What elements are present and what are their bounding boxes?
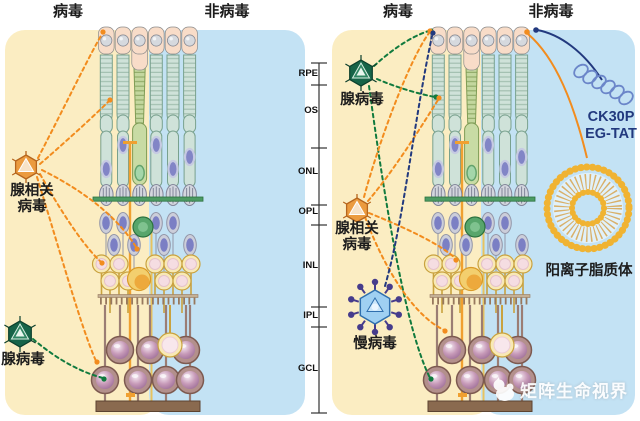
adenovirus-right-label: 腺病毒 — [340, 92, 384, 108]
watermark: 矩阵生命视界 — [490, 376, 628, 402]
title-left-nonvirus: 非病毒 — [204, 3, 250, 20]
ck30p-arrow — [533, 27, 603, 81]
liposome-arrow — [524, 29, 588, 159]
aav-left-label: 腺相关病毒 — [10, 183, 54, 215]
title-right-nonvirus: 非病毒 — [528, 3, 574, 20]
aav-right-arrows — [363, 28, 459, 334]
aav-virus-icon-left — [11, 151, 41, 183]
layer-label-onl: ONL — [297, 166, 318, 177]
layer-label-rpe: RPE — [298, 68, 318, 79]
title-right-virus: 病毒 — [382, 3, 413, 20]
adenovirus-left-label: 腺病毒 — [1, 352, 45, 368]
layer-label-os: OS — [304, 105, 318, 116]
layer-scale — [311, 62, 327, 414]
lentivirus-label: 慢病毒 — [353, 336, 397, 352]
layer-label-opl: OPL — [298, 206, 318, 217]
adenovirus-icon-right — [345, 55, 377, 91]
liposome-label: 阳离子脂质体 — [545, 263, 633, 279]
watermark-logo-icon — [493, 377, 514, 401]
adenovirus-left-arrow — [32, 338, 107, 382]
liposome-icon — [543, 163, 633, 253]
layer-label-inl: INL — [302, 260, 318, 271]
lentivirus-icon — [348, 278, 402, 336]
watermark-text: 矩阵生命视界 — [520, 381, 628, 401]
layer-label-ipl: IPL — [303, 310, 318, 321]
aav-virus-icon-right — [342, 194, 372, 226]
aav-right-label: 腺相关病毒 — [335, 221, 379, 253]
layer-label-gcl: GCL — [297, 363, 318, 374]
aav-left-arrows — [36, 29, 140, 365]
lentivirus-arrow — [384, 30, 436, 287]
ck30p-coil-icon — [573, 63, 634, 106]
adenovirus-icon-left — [4, 316, 36, 352]
title-left-virus: 病毒 — [52, 3, 83, 20]
